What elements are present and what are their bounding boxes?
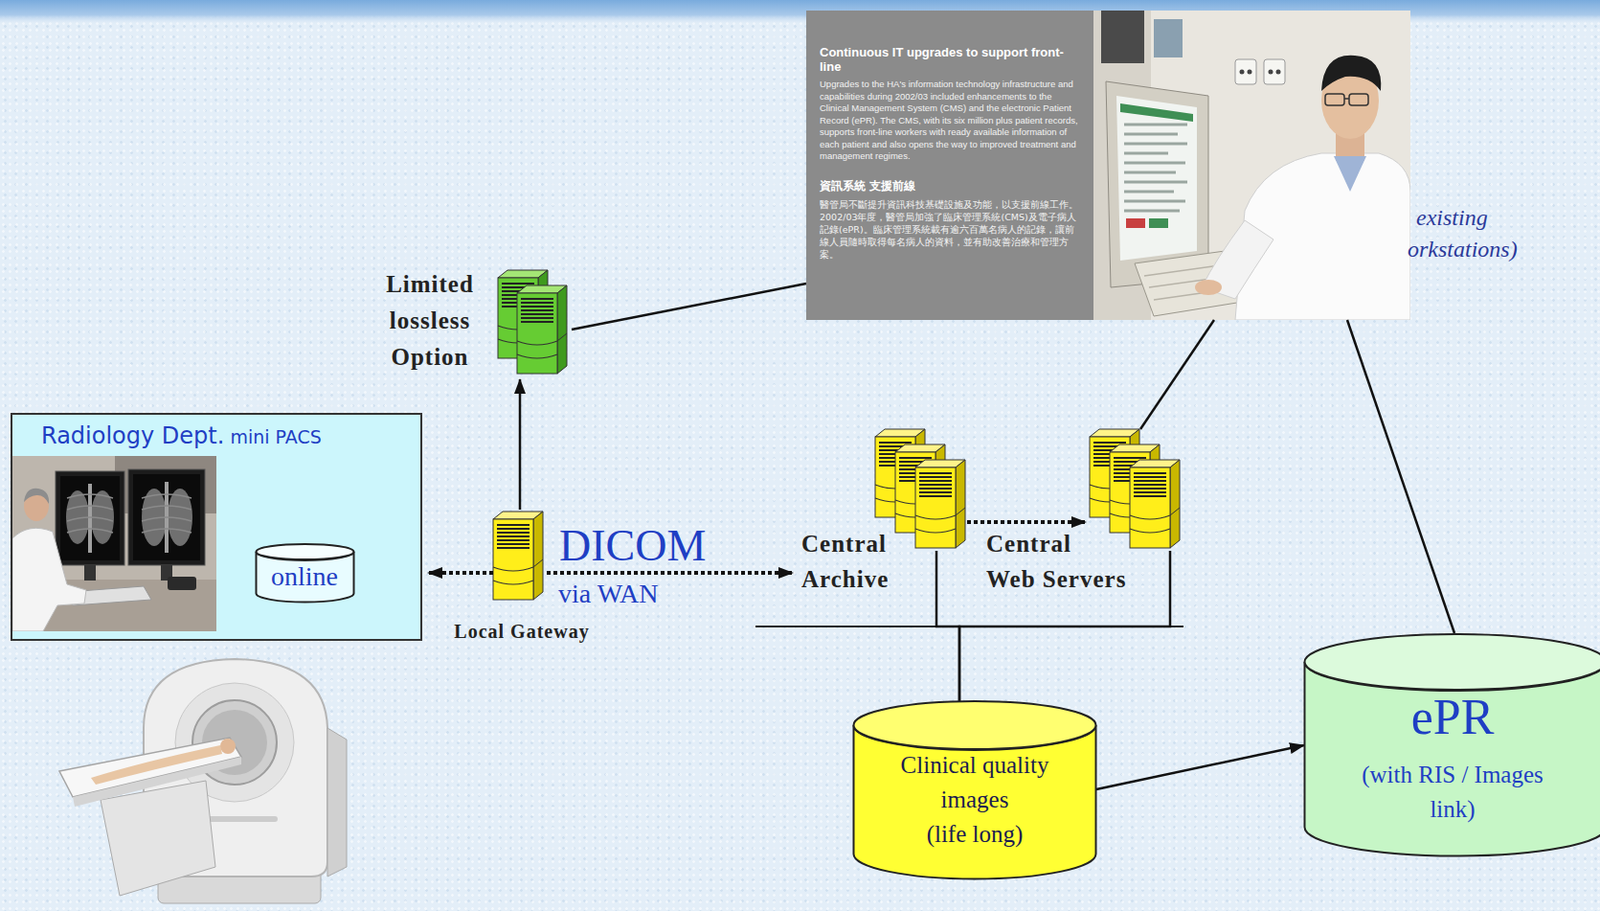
text-wrap: (with RIS / Images link) xyxy=(1360,757,1545,827)
node-text: Central Archive xyxy=(801,525,892,597)
archive-node: Central Archive xyxy=(796,426,974,601)
line-spacer xyxy=(900,747,902,783)
record-cylinder: ePR (with RIS / Images link) xyxy=(1303,632,1600,857)
connector xyxy=(571,283,807,330)
panel-text: Continuous IT upgrades to support front-… xyxy=(819,45,1081,74)
department-box: Radiology Dept.mini PACS online xyxy=(10,412,423,641)
panel-text: 資訊系統 支援前線 xyxy=(819,178,1081,195)
connector xyxy=(546,570,793,575)
note-label: orkstations) xyxy=(1407,234,1518,264)
panel-text: 醫管局不斷提升資訊科技基礎設施及功能，以支援前線工作。2002/03年度，醫管局… xyxy=(819,198,1081,261)
line-spacer xyxy=(384,302,388,339)
radiologist-photo xyxy=(12,455,217,631)
note-label: existing xyxy=(1416,202,1488,232)
storage-cylinder: online xyxy=(254,542,356,604)
text-wrap: Clinical quality images (life long) xyxy=(900,747,1051,852)
cylinder-outline xyxy=(1303,632,1600,857)
line-spacer xyxy=(889,525,892,562)
connector xyxy=(1096,744,1305,789)
line-spacer xyxy=(1544,757,1546,792)
server-node: Limited lossless Option xyxy=(375,266,577,380)
title-row: Radiology Dept.mini PACS xyxy=(41,422,322,450)
node-text: Limited lossless Option xyxy=(384,266,475,376)
connector xyxy=(1140,319,1215,429)
line-spacer xyxy=(1049,747,1051,783)
box-title: Radiology Dept. xyxy=(41,422,225,450)
line-spacer xyxy=(1360,757,1362,792)
connector xyxy=(967,519,1086,524)
line-spacer xyxy=(900,782,941,817)
connector xyxy=(936,550,960,702)
line-spacer xyxy=(384,266,386,303)
text-wrap: online xyxy=(270,560,339,593)
node-text: (with RIS / Images link) xyxy=(1360,757,1545,827)
cylinder-top xyxy=(256,543,355,560)
cylinder-top xyxy=(854,700,1097,749)
node-text: ePR xyxy=(1410,690,1496,744)
line-spacer xyxy=(1010,782,1051,817)
department-fill xyxy=(10,412,423,641)
info-panel: Continuous IT upgrades to support front-… xyxy=(806,10,1411,320)
cylinder-top xyxy=(1305,633,1600,690)
line-spacer xyxy=(472,302,475,339)
line-spacer xyxy=(1074,525,1129,562)
box-title: mini PACS xyxy=(229,426,321,448)
ct-scanner xyxy=(59,658,347,903)
node-text: online xyxy=(270,560,339,593)
panel-text: Upgrades to the HA's information technol… xyxy=(819,78,1081,163)
storage-cylinder: Clinical quality images (life long) xyxy=(852,699,1098,880)
text-wrap: Central Web Servers xyxy=(986,525,1129,597)
text-column: Continuous IT upgrades to support front-… xyxy=(806,10,1094,269)
note-label: via WAN xyxy=(558,578,658,609)
text-wrap: Local Gateway xyxy=(452,618,591,644)
web-server-node: Central Web Servers xyxy=(984,426,1188,601)
node-text: Local Gateway xyxy=(452,618,591,644)
connector xyxy=(518,379,522,510)
cylinder-body xyxy=(1305,661,1600,857)
connector xyxy=(428,570,494,575)
connector xyxy=(1347,319,1455,633)
line-spacer xyxy=(474,266,476,303)
node-text: Clinical quality images (life long) xyxy=(900,747,1051,852)
edge-label: DICOM xyxy=(559,523,706,568)
text-wrap: Limited lossless Option xyxy=(384,266,475,376)
text-wrap: Central Archive xyxy=(801,525,892,597)
node-text: Central Web Servers xyxy=(986,525,1129,597)
text-wrap: ePR xyxy=(1410,690,1496,744)
